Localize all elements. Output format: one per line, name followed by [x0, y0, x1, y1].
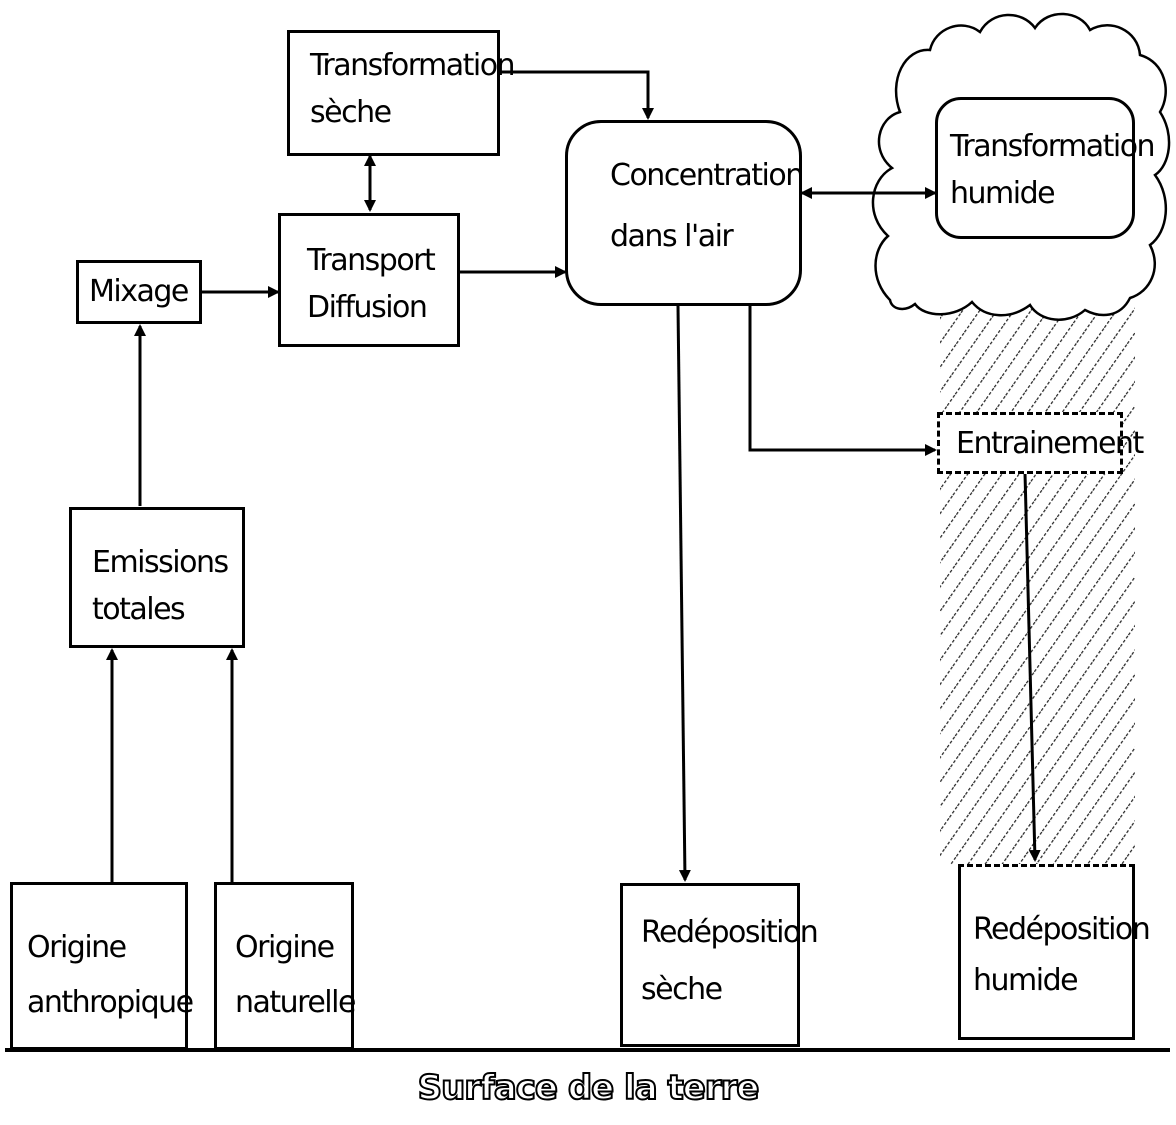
- box-label-line: Emissions: [92, 545, 229, 580]
- ground-label: Surface de la terre: [417, 1067, 761, 1109]
- box-emissions-totales: Emissions totales: [69, 507, 245, 648]
- box-label-line: sèche: [310, 94, 392, 130]
- arrow-concentration-to-entrainement: [748, 306, 937, 456]
- box-origine-naturelle: Origine naturelle: [214, 882, 356, 1050]
- arrow-concentration-to-redeposition-seche: [676, 305, 691, 882]
- arrow-entrainement-to-redeposition-humide: [1023, 472, 1041, 862]
- box-entrainement: Entrainement: [937, 412, 1144, 474]
- rain-column: [940, 300, 1135, 865]
- box-label-line: naturelle: [235, 984, 356, 1020]
- box-label-line: Transformation: [950, 129, 1156, 164]
- box-label-line: Origine: [235, 930, 335, 965]
- box-label-line: Origine: [27, 930, 127, 965]
- box-label-line: Diffusion: [307, 289, 428, 325]
- box-transport-diffusion: Transport Diffusion: [278, 213, 460, 347]
- box-mixage: Mixage: [76, 260, 202, 324]
- box-label-line: anthropique: [27, 984, 194, 1020]
- box-label-line: Concentration: [610, 158, 804, 193]
- box-label-line: Mixage: [89, 274, 189, 309]
- box-label-line: Redéposition: [973, 912, 1151, 947]
- box-origine-anthropique: Origine anthropique: [10, 882, 194, 1050]
- box-label-line: Entrainement: [956, 426, 1144, 461]
- box-transformation-seche: Transformation sèche: [287, 30, 516, 156]
- box-label-line: Transport: [307, 243, 436, 278]
- box-label-line: dans l'air: [610, 218, 734, 254]
- box-redeposition-seche: Redéposition sèche: [620, 883, 819, 1047]
- arrow-transfo-seche-to-concentration: [500, 70, 654, 120]
- box-redeposition-humide: Redéposition humide: [958, 864, 1151, 1040]
- box-label-line: Redéposition: [641, 915, 819, 950]
- box-transformation-humide: Transformation humide: [935, 97, 1156, 239]
- box-concentration-air: Concentration dans l'air: [565, 120, 804, 306]
- box-label-line: sèche: [641, 971, 723, 1007]
- box-label-line: totales: [92, 591, 186, 627]
- box-label-line: humide: [973, 962, 1079, 998]
- box-label-line: Transformation: [310, 48, 516, 83]
- box-label-line: humide: [950, 175, 1056, 211]
